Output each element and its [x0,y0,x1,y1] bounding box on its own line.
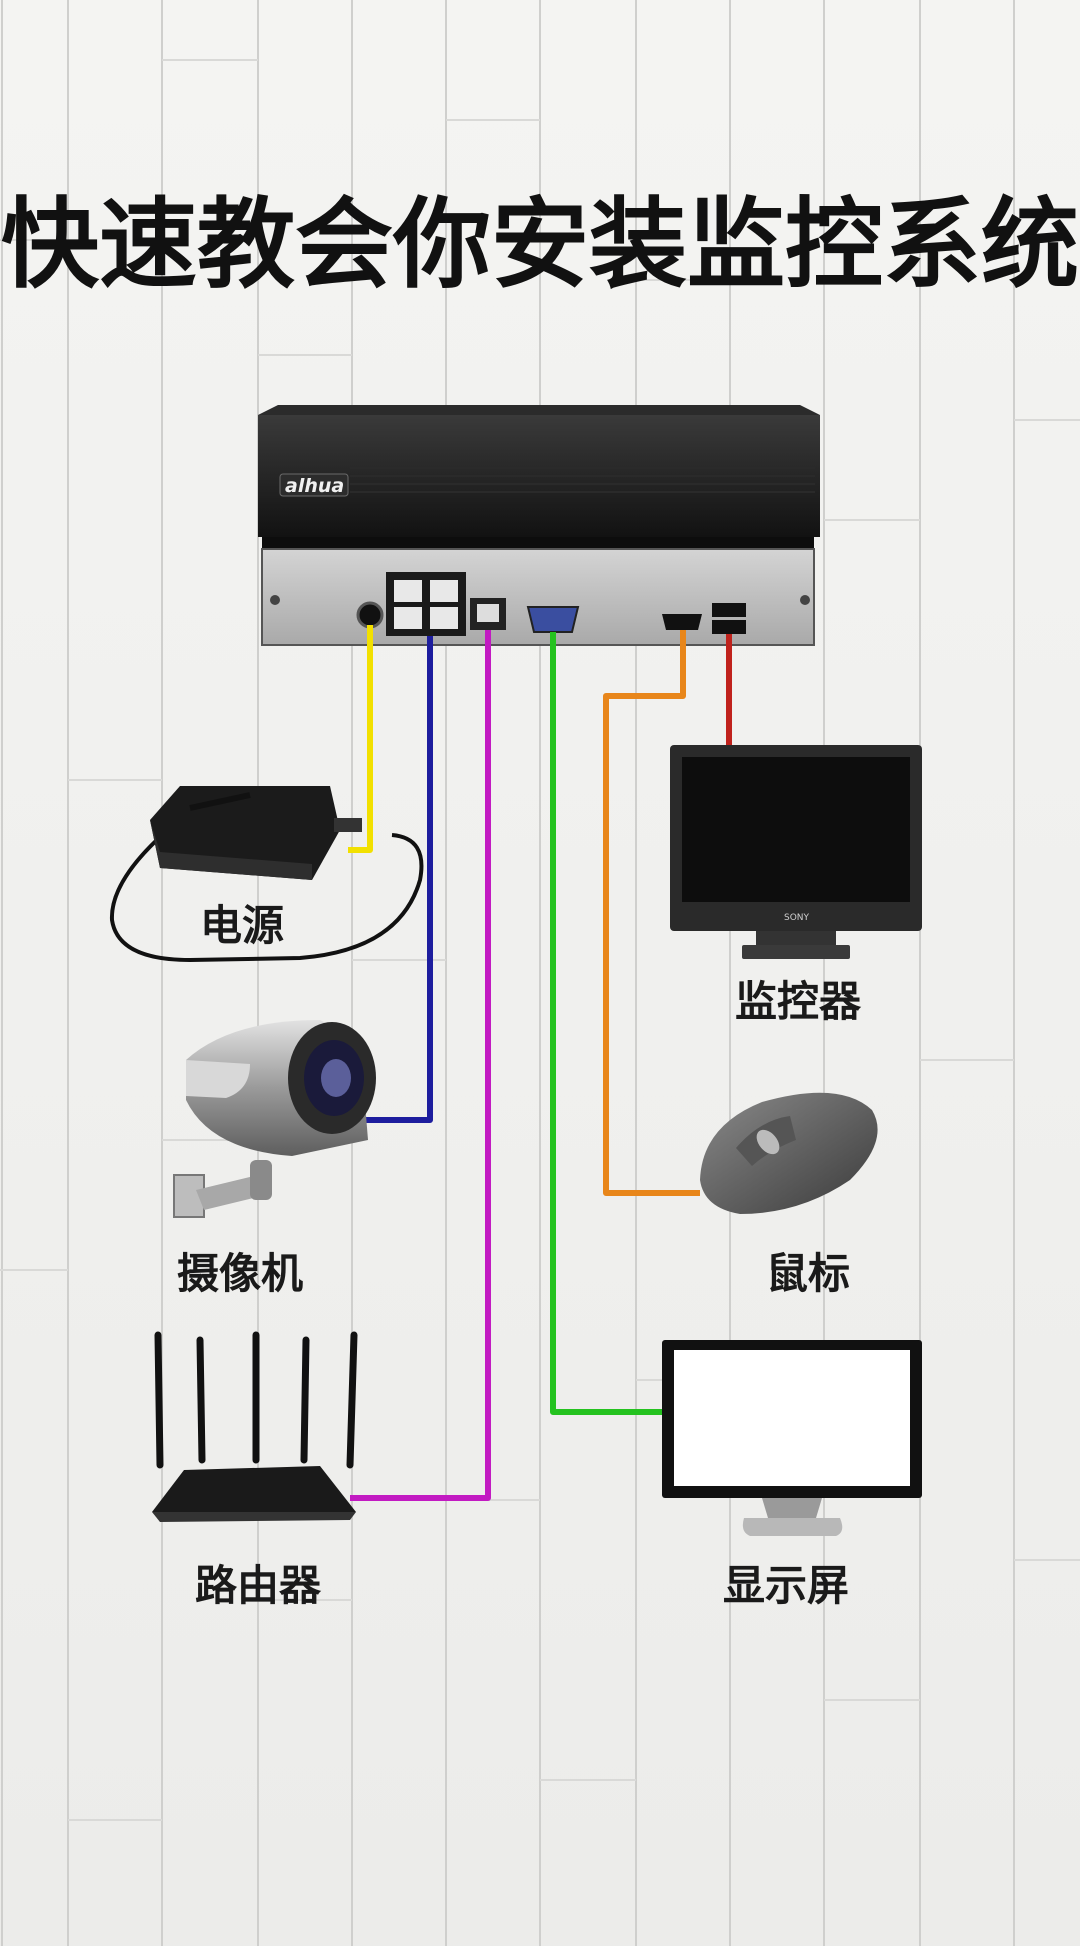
poe-lan-ports [386,572,466,636]
mouse-device [700,1092,878,1214]
label-monitor: 监控器 [734,977,862,1026]
router-cable [350,630,491,1501]
label-display: 显示屏 [722,1561,850,1610]
power-adapter [109,786,424,963]
hdmi-port [662,614,702,630]
power-cable [348,625,373,853]
nvr-recorder: alhua [258,405,820,646]
nvr-brand-logo: alhua [285,475,344,497]
vga-port [526,606,580,633]
monitor-device: SONY [670,745,922,959]
label-power: 电源 [199,901,285,950]
display-cable [550,632,662,1415]
label-camera: 摄像机 [176,1249,304,1298]
label-router: 路由器 [194,1561,322,1610]
camera-device [173,1020,376,1218]
display-device [662,1340,922,1536]
svg-text:SONY: SONY [784,913,810,923]
power-jack [356,601,384,629]
usb-ports [712,603,746,634]
router-device [152,1331,358,1522]
page-title: 快速教会你安装监控系统 [0,188,1079,302]
camera-cable [350,636,433,1123]
label-mouse: 鼠标 [765,1249,851,1298]
mouse-cable [603,630,700,1196]
